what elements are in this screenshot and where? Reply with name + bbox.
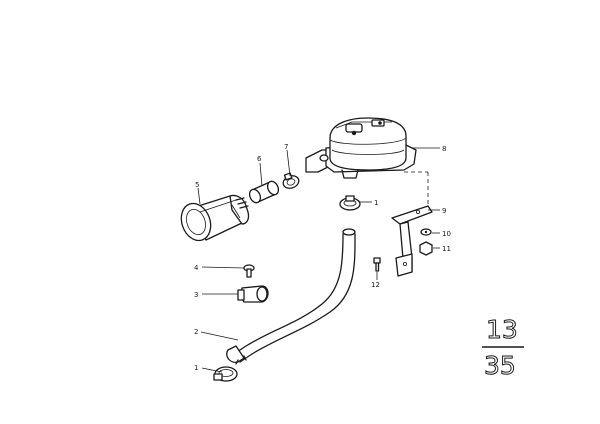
part-10-washer	[420, 228, 432, 236]
leader-lines	[197, 147, 440, 373]
callout-11: 11	[442, 245, 451, 253]
part-1-clamp-lower	[213, 366, 238, 382]
callout-6: 6	[257, 155, 262, 163]
part-7-clamp	[282, 172, 300, 189]
callout-4: 4	[194, 264, 199, 272]
callout-7: 7	[284, 143, 288, 151]
part-1-clamp-upper	[339, 195, 361, 211]
callout-1-upper: 1	[374, 199, 378, 207]
callout-1-lower: 1	[194, 364, 198, 372]
callout-2: 2	[194, 328, 198, 336]
callout-5: 5	[195, 181, 199, 189]
part-4-screw	[243, 264, 255, 278]
part-3-clip	[237, 285, 269, 303]
callout-9: 9	[442, 207, 446, 215]
callout-3: 3	[194, 291, 198, 299]
part-12-bolt	[373, 257, 381, 272]
callout-10: 10	[442, 230, 451, 238]
part-9-bracket	[391, 205, 433, 277]
callout-12: 12	[371, 281, 380, 289]
group-ref-top: 13	[486, 315, 518, 344]
group-reference: 13 35	[482, 315, 524, 381]
part-2-hose	[226, 228, 356, 365]
callout-8: 8	[442, 145, 446, 153]
part-5-filler-neck	[180, 194, 250, 242]
part-11-nut	[419, 241, 433, 256]
part-6-sleeve	[248, 180, 280, 204]
group-ref-bottom: 35	[484, 351, 516, 380]
callout-labels: 1 1 2 3 4 5 6 7 8 9 10 11 12	[194, 143, 451, 372]
part-8-housing	[305, 117, 429, 206]
